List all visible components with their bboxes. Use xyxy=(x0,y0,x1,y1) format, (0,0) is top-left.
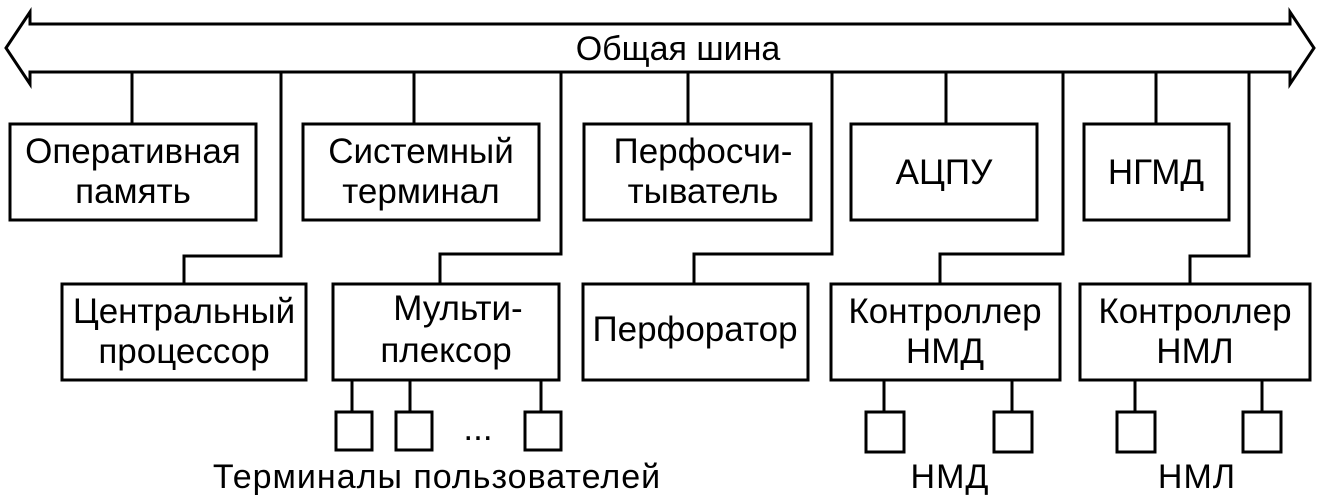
disk-drive-box xyxy=(992,410,1034,454)
user-terminal-box xyxy=(334,410,374,452)
wire-puncher xyxy=(692,72,834,284)
bus-arrow-outline xyxy=(4,7,1316,89)
block-multiplexor-label-2: плексор xyxy=(380,331,511,370)
block-tape-controller-label-2: НМЛ xyxy=(1156,332,1233,371)
block-puncher-frame xyxy=(581,282,810,382)
block-ram: Оперативная память xyxy=(8,122,258,222)
block-card-reader: Перфосчи- тыватель xyxy=(582,122,813,222)
block-disk-controller-frame xyxy=(829,282,1062,382)
block-card-reader-frame xyxy=(582,122,813,222)
user-terminals-caption: Терминалы пользователей xyxy=(213,458,661,496)
user-terminal-box xyxy=(394,410,434,452)
block-disk-controller-label-2: НМД xyxy=(906,332,984,371)
block-floppy: НГМД xyxy=(1082,122,1231,222)
wire-disk-ctrl xyxy=(938,72,1065,284)
block-printer-frame xyxy=(849,122,1039,222)
block-puncher-label: Перфоратор xyxy=(592,310,797,349)
block-puncher: Перфоратор xyxy=(581,282,810,382)
terminals-ellipsis: ... xyxy=(463,409,492,448)
tape-drives-caption: НМЛ xyxy=(1158,458,1236,496)
block-cpu: Центральный процессор xyxy=(60,282,308,382)
bus-label: Общая шина xyxy=(576,30,781,68)
block-system-terminal: Системный терминал xyxy=(301,122,541,222)
block-cpu-label-2: процессор xyxy=(98,332,269,371)
block-disk-controller: Контроллер НМД xyxy=(829,282,1062,382)
block-printer: АЦПУ xyxy=(849,122,1039,222)
block-cpu-label-1: Центральный xyxy=(73,292,295,331)
disk-drives-caption: НМД xyxy=(911,458,990,496)
wire-cpu xyxy=(182,72,283,284)
common-bus: Общая шина xyxy=(4,7,1316,89)
block-card-reader-label-1: Перфосчи- xyxy=(614,132,793,171)
block-tape-controller-label-1: Контроллер xyxy=(1098,292,1291,331)
block-tape-controller: Контроллер НМЛ xyxy=(1078,282,1312,382)
wire-tape-ctrl xyxy=(1188,72,1251,284)
block-ram-label-2: память xyxy=(75,172,191,211)
block-floppy-frame xyxy=(1082,122,1231,222)
disk-drive-box xyxy=(864,410,906,454)
block-multiplexor-frame xyxy=(331,282,561,382)
block-disk-controller-label-1: Контроллер xyxy=(848,292,1041,331)
disk-drives: НМД xyxy=(864,380,1034,496)
block-ram-label-1: Оперативная xyxy=(25,132,241,171)
block-floppy-label: НГМД xyxy=(1108,153,1205,192)
block-tape-controller-frame xyxy=(1078,282,1312,382)
user-terminal-box xyxy=(523,410,563,452)
tape-drive-box xyxy=(1241,410,1283,454)
block-ram-frame xyxy=(8,122,258,222)
user-terminals: ... Терминалы пользователей xyxy=(213,380,661,496)
block-printer-label: АЦПУ xyxy=(896,153,993,192)
block-system-terminal-frame xyxy=(301,122,541,222)
bus-connections xyxy=(130,72,1251,284)
block-system-terminal-label-2: терминал xyxy=(342,172,499,211)
block-cpu-frame xyxy=(60,282,308,382)
tape-drive-box xyxy=(1115,410,1157,454)
block-card-reader-label-2: тыватель xyxy=(628,172,779,211)
tape-drives: НМЛ xyxy=(1115,380,1283,496)
wire-mux xyxy=(438,72,563,284)
block-multiplexor: Мульти- плексор xyxy=(331,282,561,382)
block-multiplexor-label-1: Мульти- xyxy=(393,289,522,328)
block-system-terminal-label-1: Системный xyxy=(328,132,514,171)
